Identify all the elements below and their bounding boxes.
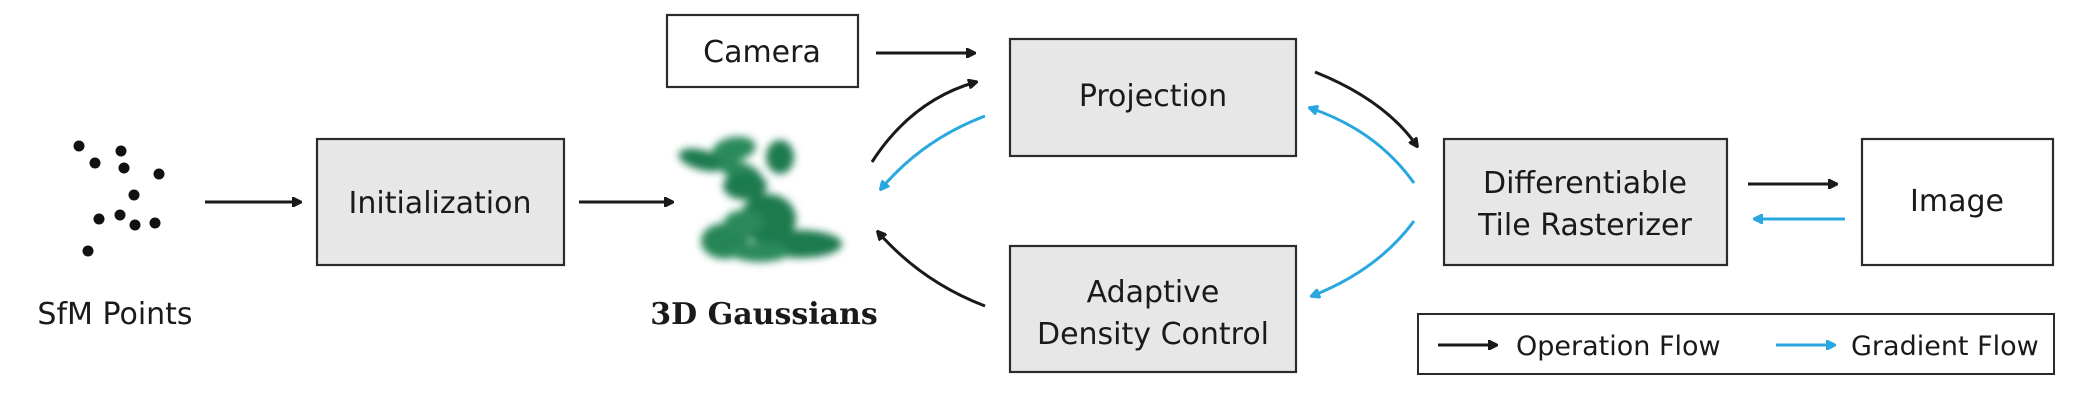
legend-gradient-label: Gradient Flow <box>1851 331 2039 362</box>
projection-label: Projection <box>1079 79 1227 114</box>
legend-frame <box>1417 313 2055 375</box>
adaptive-label-line2: Density Control <box>1037 317 1269 352</box>
projection-box <box>1008 37 1298 158</box>
adaptive-density-box <box>1008 244 1298 374</box>
arrow-projection-to-gaussians-grad <box>881 114 986 189</box>
camera-box <box>665 13 860 89</box>
sfm-points-icon <box>73 140 165 257</box>
rasterizer-label-line1: Differentiable <box>1483 166 1687 201</box>
gaussians-icon <box>678 136 842 262</box>
image-box <box>1860 137 2055 267</box>
legend: Operation Flow Gradient Flow <box>1417 313 2055 375</box>
rasterizer-label-line2: Tile Rasterizer <box>1477 208 1692 243</box>
legend-operation-label: Operation Flow <box>1516 331 1721 362</box>
rasterizer-box <box>1442 137 1729 267</box>
arrow-gaussians-to-projection <box>870 82 976 163</box>
arrow-adaptive-to-gaussians <box>878 232 986 308</box>
arrow-rasterizer-to-adaptive-grad <box>1312 220 1416 296</box>
gaussians-label: 3D Gaussians <box>650 297 878 332</box>
adaptive-label-line1: Adaptive <box>1087 275 1220 310</box>
initialization-box <box>315 137 566 267</box>
arrow-projection-to-rasterizer <box>1314 70 1417 146</box>
initialization-label: Initialization <box>349 186 532 221</box>
camera-label: Camera <box>703 35 821 70</box>
arrow-rasterizer-to-projection-grad <box>1310 108 1416 184</box>
image-label: Image <box>1910 184 2004 219</box>
sfm-points-label: SfM Points <box>37 297 192 332</box>
